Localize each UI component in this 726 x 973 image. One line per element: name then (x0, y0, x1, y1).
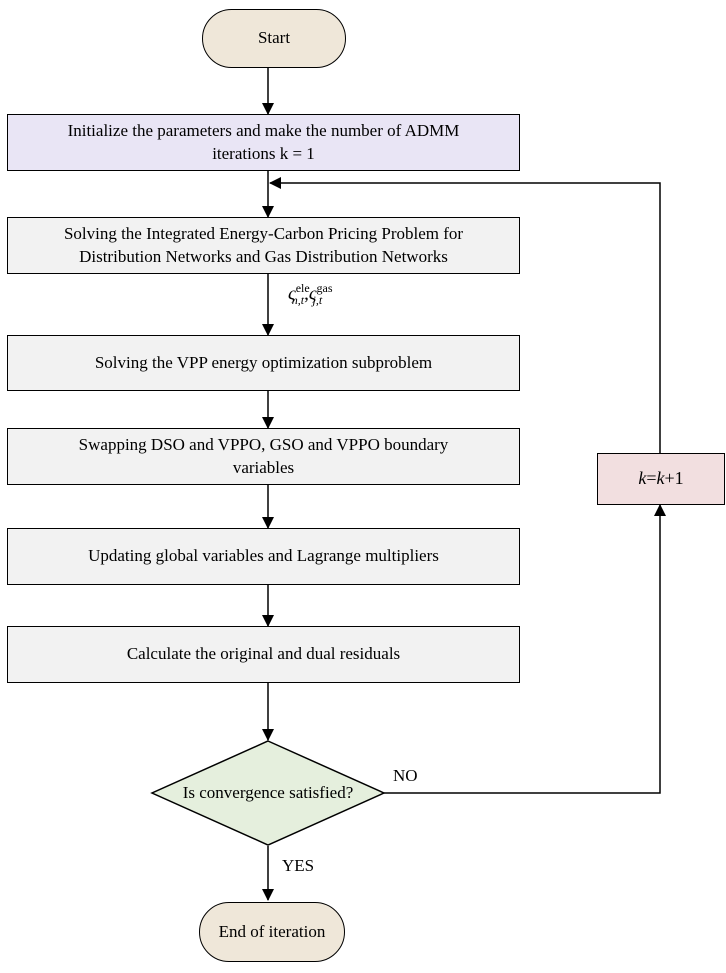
price-sup-gas: gas (316, 281, 333, 295)
no-label: NO (393, 766, 418, 785)
arrow-decision-no-to-k-update (384, 504, 666, 794)
k-equals: = (646, 468, 657, 489)
swap-boundary-box: Swapping DSO and VPPO, GSO and VPPO boun… (7, 428, 520, 485)
residuals-text: Calculate the original and dual residual… (126, 644, 401, 664)
end-label: End of iteration (218, 921, 326, 941)
init-parameters-box: Initialize the parameters and make the n… (7, 114, 520, 171)
residuals-box: Calculate the original and dual residual… (7, 626, 520, 683)
yes-label: YES (282, 856, 315, 875)
pricing-line-2: Distribution Networks and Gas Distributi… (79, 246, 448, 266)
end-node: End of iteration (199, 902, 345, 962)
start-label: Start (257, 28, 291, 48)
pricing-problem-text: Solving the Integrated Energy-Carbon Pri… (64, 223, 463, 268)
price-sub-gas: j,t (312, 293, 323, 308)
swap-line-1: Swapping DSO and VPPO, GSO and VPPO boun… (78, 435, 449, 455)
pricing-line-1: Solving the Integrated Energy-Carbon Pri… (63, 224, 464, 244)
k-plus-one: +1 (664, 468, 684, 489)
price-symbol-gas: ς (308, 283, 317, 305)
k-update-box: k=k+1 (597, 453, 725, 505)
start-node: Start (202, 9, 346, 68)
convergence-decision-text: Is convergence satisfied? (182, 782, 354, 802)
pricing-problem-box: Solving the Integrated Energy-Carbon Pri… (7, 217, 520, 274)
init-parameters-text: Initialize the parameters and make the n… (68, 120, 460, 165)
price-sub-ele: n,t (291, 293, 305, 308)
convergence-decision: Is convergence satisfied? (152, 741, 384, 845)
decision-diamond (150, 740, 386, 846)
vpp-subproblem-text: Solving the VPP energy optimization subp… (94, 352, 433, 372)
vpp-subproblem-box: Solving the VPP energy optimization subp… (7, 335, 520, 391)
arrow-k-update-loop-back (269, 177, 661, 453)
k-variable-right: k (656, 468, 665, 489)
update-global-text: Updating global variables and Lagrange m… (88, 546, 439, 566)
init-line-1: Initialize the parameters and make the n… (67, 121, 460, 141)
swap-line-2: variables (232, 457, 295, 477)
price-sup-ele: ele (295, 281, 310, 295)
swap-boundary-text: Swapping DSO and VPPO, GSO and VPPO boun… (79, 434, 449, 479)
price-symbol-ele: ς (288, 283, 296, 305)
k-variable-left: k (638, 468, 647, 489)
update-global-box: Updating global variables and Lagrange m… (7, 528, 520, 585)
price-separator: , (304, 283, 309, 305)
price-signal-label: ςelen,t,ςgasj,t (288, 281, 333, 308)
k-update-text: k=k+1 (638, 467, 683, 491)
init-line-2: iterations k = 1 (212, 143, 315, 163)
